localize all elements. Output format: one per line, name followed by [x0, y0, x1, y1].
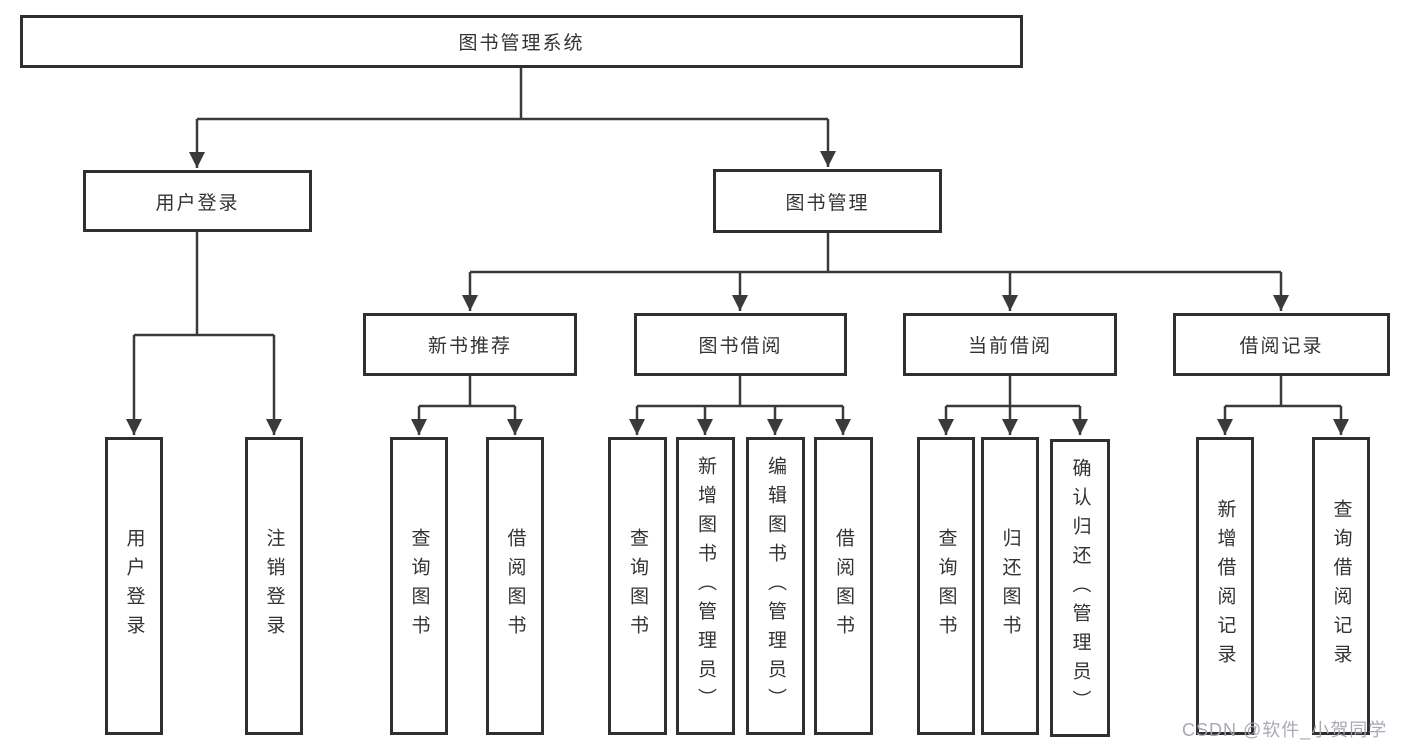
- node-root-label: 图书管理系统: [458, 33, 585, 54]
- leaf-user-login: 用户登录: [105, 437, 163, 735]
- node-root: 图书管理系统: [20, 15, 1023, 68]
- leaf-records-add-record: 新增借阅记录: [1196, 437, 1254, 735]
- leaf-user-login-label: 用户登录: [123, 528, 145, 644]
- node-current-borrow-label: 当前借阅: [967, 336, 1052, 357]
- node-current-borrow: 当前借阅: [903, 313, 1117, 376]
- node-book-borrow-label: 图书借阅: [698, 336, 783, 357]
- leaf-borrow-query-books: 查询图书: [608, 437, 667, 735]
- leaf-current-confirm-return-admin-label: 确认归还（管理员）: [1069, 457, 1091, 719]
- leaf-borrow-edit-books-admin: 编辑图书（管理员）: [746, 437, 805, 735]
- leaf-rec-query-books: 查询图书: [390, 437, 448, 735]
- node-book-mgmt: 图书管理: [713, 169, 942, 233]
- node-new-book-rec-label: 新书推荐: [427, 336, 512, 357]
- leaf-logout-label: 注销登录: [263, 528, 285, 644]
- leaf-current-query-books-label: 查询图书: [935, 528, 957, 644]
- leaf-records-query-record-label: 查询借阅记录: [1330, 499, 1352, 673]
- leaf-borrow-query-books-label: 查询图书: [627, 528, 648, 644]
- leaf-current-return-books: 归还图书: [981, 437, 1039, 735]
- node-borrow-records-label: 借阅记录: [1239, 336, 1324, 357]
- leaf-borrow-edit-books-admin-label: 编辑图书（管理员）: [765, 455, 786, 717]
- leaf-rec-borrow-books: 借阅图书: [486, 437, 544, 735]
- leaf-current-return-books-label: 归还图书: [999, 528, 1021, 644]
- node-user-login: 用户登录: [83, 170, 312, 232]
- leaf-borrow-borrow-books-label: 借阅图书: [833, 528, 854, 644]
- node-borrow-records: 借阅记录: [1173, 313, 1390, 376]
- node-new-book-rec: 新书推荐: [363, 313, 577, 376]
- leaf-rec-borrow-books-label: 借阅图书: [504, 528, 526, 644]
- leaf-records-add-record-label: 新增借阅记录: [1214, 499, 1236, 673]
- leaf-borrow-add-books-admin-label: 新增图书（管理员）: [695, 455, 716, 717]
- leaf-borrow-add-books-admin: 新增图书（管理员）: [676, 437, 735, 735]
- watermark: CSDN @软件_小贺同学: [1182, 720, 1388, 740]
- leaf-current-query-books: 查询图书: [917, 437, 975, 735]
- node-user-login-label: 用户登录: [155, 192, 240, 214]
- leaf-borrow-borrow-books: 借阅图书: [814, 437, 873, 735]
- leaf-logout: 注销登录: [245, 437, 303, 735]
- leaf-rec-query-books-label: 查询图书: [408, 528, 430, 644]
- leaf-records-query-record: 查询借阅记录: [1312, 437, 1370, 735]
- leaf-current-confirm-return-admin: 确认归还（管理员）: [1050, 439, 1110, 737]
- node-book-borrow: 图书借阅: [634, 313, 847, 376]
- node-book-mgmt-label: 图书管理: [785, 192, 870, 214]
